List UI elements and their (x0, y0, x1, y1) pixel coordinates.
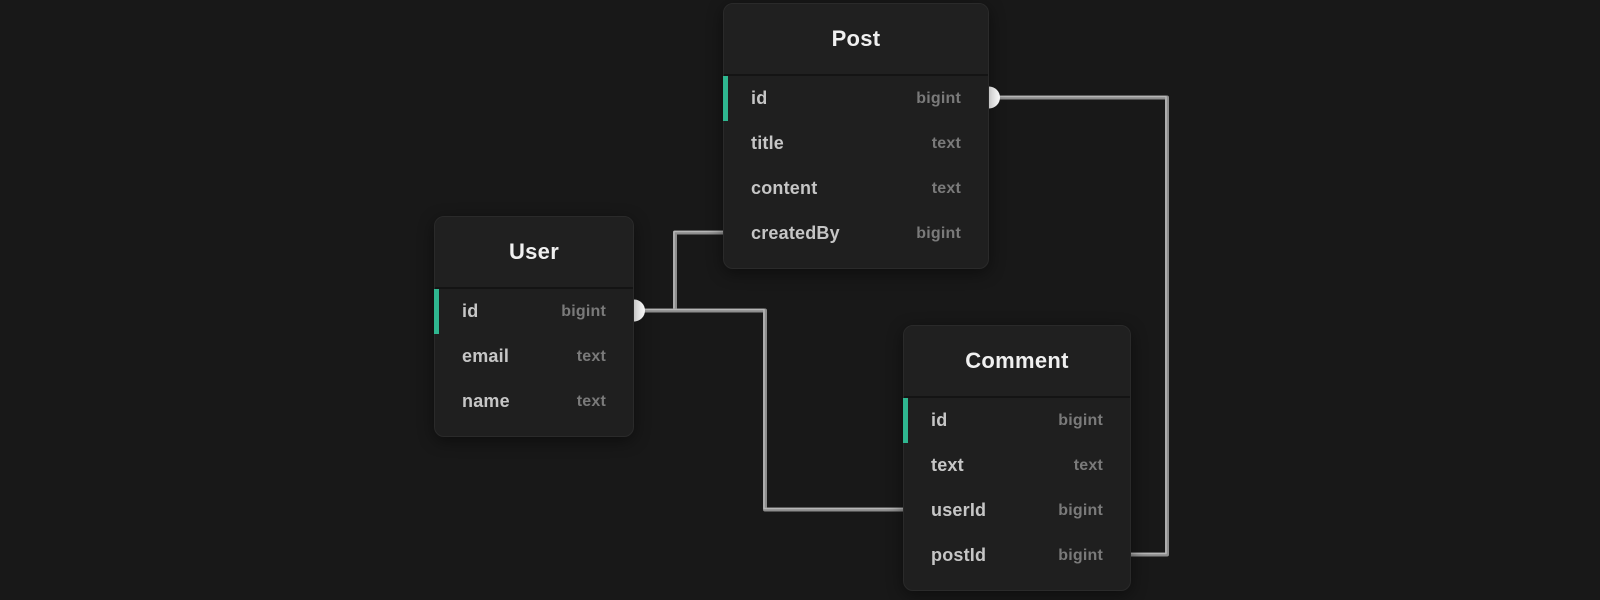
table-header: User (435, 217, 633, 289)
relationship-line-highlight (633, 308, 904, 510)
field-type: bigint (916, 89, 961, 107)
table-rows: id bigint text text userId bigint postId bigint (903, 398, 1130, 590)
field-name: id (462, 301, 479, 321)
table-header: Post (724, 4, 988, 76)
field-type: bigint (1058, 546, 1103, 564)
table-header: Comment (904, 326, 1130, 398)
relationship-line[interactable] (634, 308, 905, 512)
table-card-post[interactable]: Post id bigint title text content text createdB… (723, 3, 989, 269)
field-row-id[interactable]: id bigint (903, 398, 1130, 443)
field-name: content (751, 178, 818, 198)
field-name: title (751, 133, 785, 153)
field-type: text (931, 134, 961, 152)
field-row-id[interactable]: id bigint (723, 76, 988, 121)
field-row-userid[interactable]: userId bigint (904, 488, 1130, 533)
field-row-name[interactable]: name text (435, 379, 633, 424)
table-title: Comment (965, 348, 1069, 373)
field-type: bigint (916, 224, 961, 242)
field-row-content[interactable]: content text (724, 166, 988, 211)
field-type: bigint (1058, 411, 1103, 429)
field-name: createdBy (751, 223, 840, 243)
field-row-postid[interactable]: postId bigint (904, 533, 1130, 578)
field-name: email (462, 346, 510, 366)
primary-key-accent (434, 289, 439, 334)
field-row-id[interactable]: id bigint (434, 289, 633, 334)
table-title: Post (831, 26, 881, 51)
field-type: text (576, 392, 606, 410)
table-rows: id bigint email text name text (434, 289, 633, 436)
relationship-line[interactable] (634, 230, 725, 313)
field-type: text (931, 179, 961, 197)
relationship-line-highlight (633, 230, 724, 311)
primary-key-accent (723, 76, 728, 121)
field-type: text (1073, 456, 1103, 474)
field-type: text (576, 347, 606, 365)
field-type: bigint (561, 302, 606, 320)
field-row-title[interactable]: title text (724, 121, 988, 166)
field-type: bigint (1058, 501, 1103, 519)
field-name: id (931, 410, 948, 430)
field-name: postId (931, 545, 987, 565)
field-name: name (462, 391, 510, 411)
field-name: userId (931, 500, 987, 520)
primary-key-accent (903, 398, 908, 443)
table-rows: id bigint title text content text createdBy big… (723, 76, 988, 268)
table-title: User (508, 239, 560, 264)
field-name: text (931, 455, 964, 475)
field-name: id (751, 88, 768, 108)
field-row-text[interactable]: text text (904, 443, 1130, 488)
field-row-createdby[interactable]: createdBy bigint (724, 211, 988, 256)
field-row-email[interactable]: email text (435, 334, 633, 379)
table-card-user[interactable]: User id bigint email text name text (434, 216, 634, 437)
